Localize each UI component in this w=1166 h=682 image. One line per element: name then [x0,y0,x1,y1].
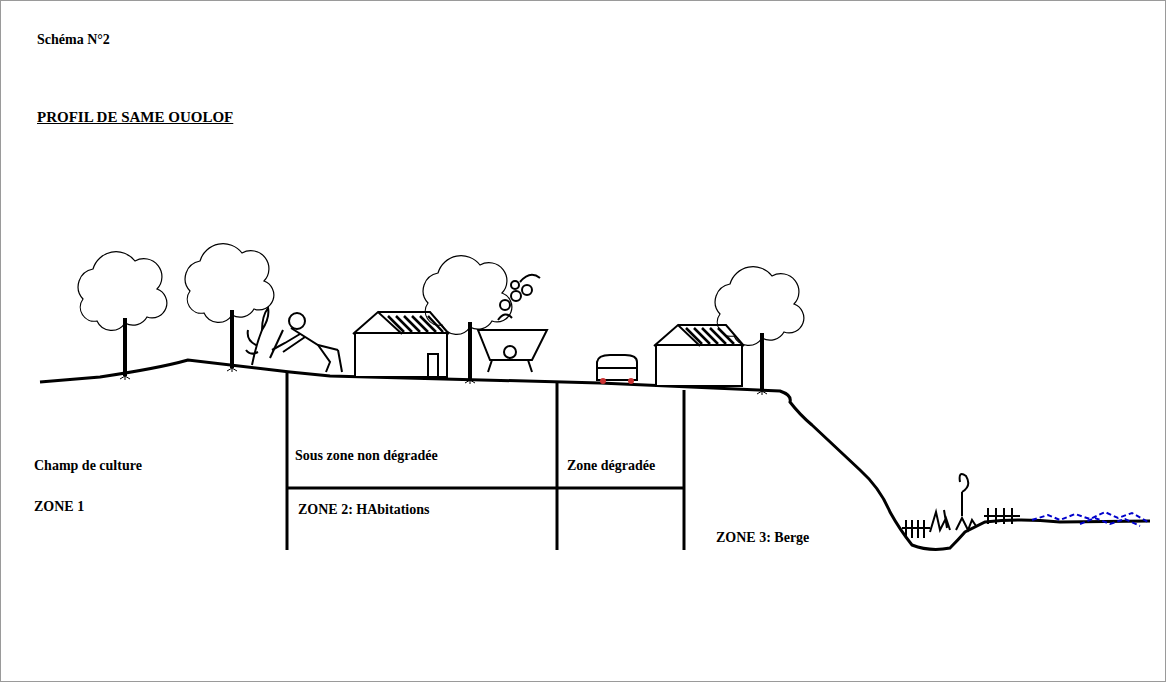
small-hut [597,355,637,383]
house [654,325,744,386]
river-water [1032,512,1148,526]
tree [185,244,274,372]
zone-label: Zone dégradée [567,457,655,475]
zone-label: Champ de culture [34,457,142,475]
house [353,312,449,377]
zone-label: Sous zone non dégradée [295,447,438,465]
diagram-title: PROFIL DE SAME OUOLOF [37,108,233,126]
figure-number: Schéma N°2 [37,31,110,49]
zone-divider [287,372,684,550]
zone-label: ZONE 2: HAbitations [298,501,429,519]
ground-line [40,360,1150,549]
zone-label: ZONE 3: Berge [716,529,809,547]
bank-vegetation [902,474,1020,538]
zone-label: ZONE 1 [34,498,84,516]
tree [78,252,167,380]
wheelbarrow [478,275,547,372]
farmer [246,308,342,372]
